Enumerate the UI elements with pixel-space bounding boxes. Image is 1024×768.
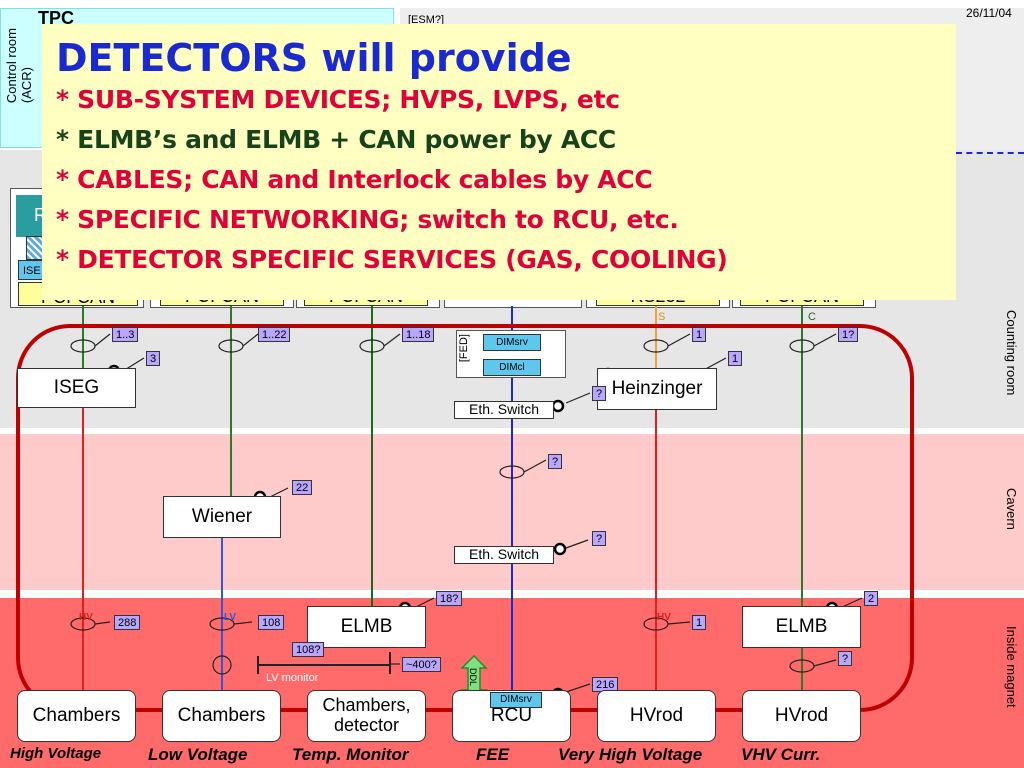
- temp-monitor-label: Temp. Monitor: [292, 745, 409, 764]
- elmb2-count-tag: 2: [864, 591, 879, 606]
- elmb-box-1: ELMB: [307, 606, 426, 648]
- lv-monitor-circle: [212, 655, 232, 675]
- cavern-label: Cavern: [1004, 488, 1019, 530]
- cable-tag-1q: 1?: [838, 327, 859, 342]
- very-high-voltage-label: Very High Voltage: [558, 745, 703, 764]
- hvrod-box-2: HVrod: [742, 690, 861, 742]
- heinzinger-count-tag: 1: [728, 351, 743, 366]
- low-voltage-label: Low Voltage: [148, 745, 248, 764]
- chambers-box-2: Chambers: [162, 690, 281, 742]
- dimsrv-box: DIMsrv: [483, 334, 541, 351]
- lv-label: LV: [224, 612, 237, 623]
- iseg-count-tag: 3: [146, 351, 161, 366]
- tpc-label: TPC: [38, 8, 74, 28]
- high-voltage-label: High Voltage: [10, 745, 102, 762]
- overlay-line-1: * SUB-SYSTEM DEVICES; HVPS, LVPS, etc: [56, 85, 620, 114]
- wiener-count-tag: 22: [292, 480, 313, 495]
- hvrod-box-1: HVrod: [597, 690, 716, 742]
- cable-tag-1-18: 1..18: [402, 327, 435, 342]
- cable-tag-1-22: 1..22: [258, 327, 291, 342]
- overlay-line-4: * SPECIFIC NETWORKING; switch to RCU, et…: [56, 205, 679, 234]
- eth-switch-1: Eth. Switch: [454, 401, 554, 419]
- fee-label: FEE: [476, 745, 510, 764]
- vhv-curr-label: VHV Curr.: [741, 745, 821, 764]
- hv-cable-tag-288: 288: [114, 615, 141, 630]
- red-frame: [16, 324, 914, 712]
- c-letter: C: [808, 311, 816, 323]
- lv-monitor-label: LV monitor: [266, 672, 319, 684]
- heinzinger-box: Heinzinger: [597, 368, 717, 410]
- eth-switch-1-tag: ?: [592, 386, 607, 401]
- counting-room-label: Counting room: [1004, 310, 1019, 396]
- s-letter: S: [658, 311, 666, 323]
- overlay-title: DETECTORS will provide: [56, 36, 572, 80]
- dimcl-box: DIMcl: [483, 359, 541, 376]
- chambers-detector-box: Chambers, detector: [307, 690, 426, 742]
- iseg-box: ISEG: [17, 368, 136, 408]
- elmb-count-tag: 18?: [436, 591, 463, 606]
- esm-label: [ESM?]: [408, 14, 445, 26]
- overlay-line-5: * DETECTOR SPECIFIC SERVICES (GAS, COOLI…: [56, 245, 728, 274]
- fed-label-text: [FED]: [458, 334, 470, 363]
- cable-tag-1-3: 1..3: [112, 327, 139, 342]
- blue-dashed-line: [956, 152, 1024, 154]
- overlay-line-2: * ELMB’s and ELMB + CAN power by ACC: [56, 125, 616, 154]
- lv-monitor-tag: 108?: [292, 642, 325, 657]
- hv-cable-tag-1: 1: [692, 615, 707, 630]
- dimsrv-rcu-box: DIMsrv: [490, 692, 542, 708]
- detectors-overlay: DETECTORS will provide * SUB-SYSTEM DEVI…: [42, 24, 956, 300]
- lv-cable-tag-108: 108: [258, 615, 285, 630]
- wiener-box: Wiener: [163, 496, 281, 538]
- eth-switch-2-tag: ?: [592, 531, 607, 546]
- elmb-box-2: ELMB: [742, 606, 861, 648]
- cable-markers: [70, 333, 863, 693]
- hv-label-2: HV: [657, 612, 671, 623]
- eth-switch-2: Eth. Switch: [454, 546, 554, 564]
- fed-label: [FED]: [458, 334, 470, 374]
- temp-sensor-tag: ~400?: [402, 657, 441, 672]
- date-label: 26/11/04: [966, 6, 1012, 20]
- eth-cable-tag: ?: [548, 454, 563, 469]
- ddl-label: DDL: [468, 668, 478, 692]
- ddl-label-text: DDL: [468, 668, 478, 687]
- overlay-line-3: * CABLES; CAN and Interlock cables by AC…: [56, 165, 653, 194]
- cable-tag-rs232: 1: [692, 327, 707, 342]
- inside-magnet-label: Inside magnet: [1004, 626, 1019, 708]
- hv-label-1: HV: [79, 612, 93, 623]
- elmb2-cable-tag: ?: [838, 651, 853, 666]
- chambers-box-1: Chambers: [17, 690, 136, 742]
